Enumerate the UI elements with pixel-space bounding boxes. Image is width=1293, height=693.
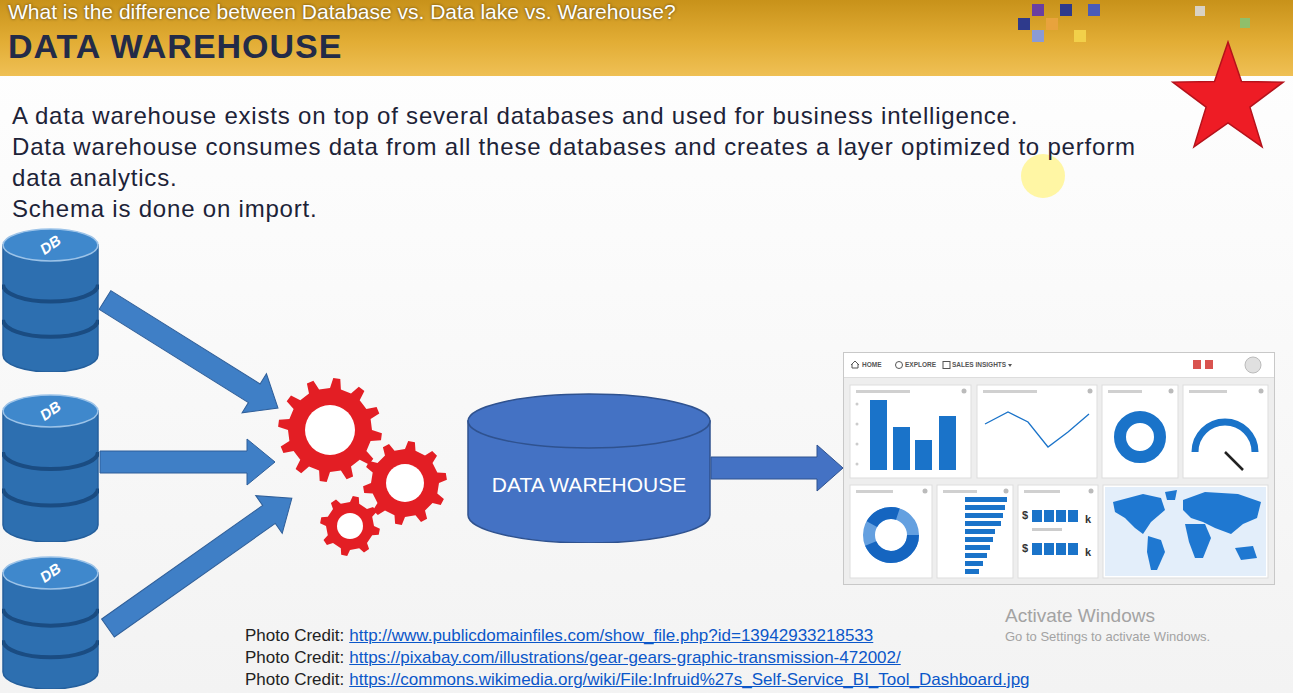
title-bar bbox=[0, 0, 1293, 76]
dashboard-text: $ bbox=[1022, 542, 1028, 555]
credit-row: Photo Credit: https://commons.wikimedia.o… bbox=[245, 670, 1030, 690]
credit-row: Photo Credit: http://www.publicdomainfile… bbox=[245, 626, 873, 646]
body-text: Data warehouse consumes data from all th… bbox=[12, 131, 1177, 193]
video-title: What is the difference between Database … bbox=[8, 0, 676, 24]
description: A data warehouse exists on top of severa… bbox=[12, 100, 1177, 224]
slide-title: DATA WAREHOUSE bbox=[8, 26, 676, 66]
cylinder-shape bbox=[467, 393, 711, 543]
body-text: Schema is done on import. bbox=[12, 193, 1177, 224]
watermark-heading: Activate Windows bbox=[1005, 604, 1210, 628]
dashboard-text: SALES INSIGHTS bbox=[952, 361, 1012, 369]
cursor-highlight bbox=[1021, 154, 1065, 198]
title-area: What is the difference between Database … bbox=[8, 0, 676, 66]
dashboard-art bbox=[843, 352, 1275, 585]
database-cylinder: DB bbox=[2, 394, 99, 542]
dashboard-screen: HOME EXPLORE SALES INSIGHTS $ k $ k bbox=[843, 352, 1275, 585]
credit-label: Photo Credit: bbox=[245, 648, 344, 667]
red-star bbox=[1173, 42, 1283, 147]
logo-squares bbox=[1018, 4, 1250, 42]
credit-label: Photo Credit: bbox=[245, 670, 344, 689]
warehouse-label: DATA WAREHOUSE bbox=[492, 472, 686, 498]
connector-arrow bbox=[711, 445, 843, 491]
credit-label: Photo Credit: bbox=[245, 626, 344, 645]
database-cylinder: DB bbox=[2, 556, 99, 689]
warehouse-cylinder: DATA WAREHOUSE bbox=[467, 393, 711, 543]
watermark-text: Go to Settings to activate Windows. bbox=[1005, 628, 1210, 645]
dashboard-text: k bbox=[1085, 513, 1091, 526]
database-cylinder: DB bbox=[2, 228, 99, 372]
credit-row: Photo Credit: https://pixabay.com/illustr… bbox=[245, 648, 901, 668]
credit-url: https://pixabay.com/illustrations/gear-g… bbox=[349, 648, 901, 667]
watermark: Activate WindowsGo to Settings to activa… bbox=[1005, 604, 1210, 645]
dashboard-text: EXPLORE bbox=[905, 361, 936, 369]
label-area: DATA WAREHOUSE bbox=[467, 433, 711, 537]
etl-gears bbox=[278, 378, 447, 556]
credit-url: https://commons.wikimedia.org/wiki/File:… bbox=[349, 670, 1029, 689]
credit-url: http://www.publicdomainfiles.com/show_fi… bbox=[349, 626, 873, 645]
dashboard-text: $ bbox=[1022, 509, 1028, 522]
dashboard-text: k bbox=[1085, 546, 1091, 559]
dashboard-text: HOME bbox=[862, 361, 882, 369]
input-arrows bbox=[93, 280, 305, 646]
body-text: A data warehouse exists on top of severa… bbox=[12, 100, 1177, 131]
